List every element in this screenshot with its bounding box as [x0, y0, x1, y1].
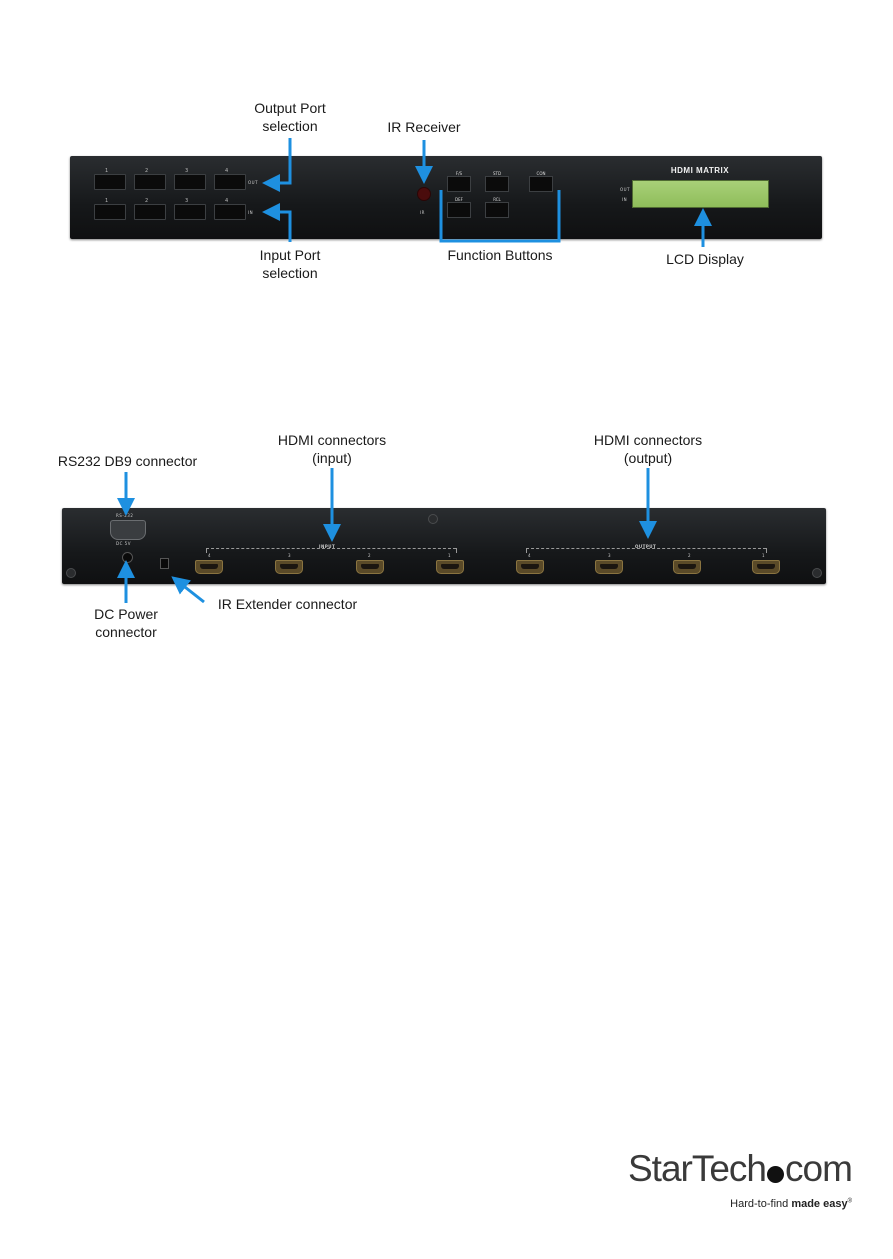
output-number-2: 2 [688, 553, 692, 558]
output-tag: OUT [248, 180, 259, 185]
function-button-rcl[interactable] [485, 202, 509, 218]
hdmi-input-label: HDMI connectors (input) [277, 432, 387, 466]
function-button-con[interactable] [529, 176, 553, 192]
screw-top [428, 514, 438, 524]
function-label-def: DEF [455, 197, 463, 202]
output-group-tick-left [526, 548, 527, 553]
output-port-number-1: 1 [105, 168, 109, 174]
arrow-output-port [262, 138, 292, 192]
arrow-ir-extender [171, 576, 205, 604]
input-port-number-2: 2 [145, 198, 149, 204]
logo-wordmark: StarTech com [628, 1148, 853, 1190]
startech-logo: StarTech com Hard-to-find made easy® [622, 1148, 853, 1218]
output-port-button-3[interactable] [174, 174, 206, 190]
lcd-side-label-out: OUT [620, 187, 631, 192]
hdmi-output-port-4 [516, 560, 544, 574]
output-port-button-1[interactable] [94, 174, 126, 190]
input-tag: IN [248, 210, 254, 215]
input-port-button-4[interactable] [214, 204, 246, 220]
dc-tag: DC 5V [116, 541, 131, 546]
output-port-button-4[interactable] [214, 174, 246, 190]
screw-right [812, 568, 822, 578]
function-button-def[interactable] [447, 202, 471, 218]
logo-suffix: com [785, 1148, 853, 1189]
input-port-button-3[interactable] [174, 204, 206, 220]
rs232-db9-connector [110, 520, 146, 540]
rear-panel-device: RS-232 DC 5V INPUT 4 3 2 1 OUTPUT 4 3 2 … [62, 508, 826, 584]
hdmi-output-label: HDMI connectors (output) [593, 432, 703, 466]
hdmi-output-port-2 [673, 560, 701, 574]
logo-text: StarTech [628, 1148, 767, 1189]
logo-dot [767, 1166, 785, 1183]
input-port-number-4: 4 [225, 198, 229, 204]
output-port-number-3: 3 [185, 168, 189, 174]
bracket-function-buttons [439, 190, 561, 243]
tagline-light: Hard-to-find [730, 1198, 792, 1210]
output-group-label: OUTPUT [635, 544, 657, 549]
lcd-display-label: LCD Display [666, 251, 744, 267]
function-label-fs: F/S [455, 171, 463, 176]
lcd-side-label-in: IN [622, 197, 628, 202]
ir-extender-connector [160, 558, 169, 569]
input-number-2: 2 [368, 553, 372, 558]
tagline-bold: made easy [791, 1198, 848, 1210]
output-group-tick-right [766, 548, 767, 553]
function-label-std: STD [492, 171, 502, 176]
function-label-rcl: RCL [493, 197, 501, 202]
input-port-button-2[interactable] [134, 204, 166, 220]
function-buttons-label: Function Buttons [447, 247, 553, 263]
output-port-label: Output Port selection [254, 100, 326, 134]
hdmi-input-port-1 [436, 560, 464, 574]
output-number-1: 1 [762, 553, 766, 558]
arrow-input-port [262, 203, 292, 242]
hdmi-output-port-3 [595, 560, 623, 574]
input-port-button-1[interactable] [94, 204, 126, 220]
input-group-tick-right [456, 548, 457, 553]
hdmi-input-port-4 [195, 560, 223, 574]
ir-tag: IR [420, 210, 425, 215]
input-group-tick-left [206, 548, 207, 553]
ir-receiver-sensor [417, 187, 431, 201]
output-number-4: 4 [528, 553, 532, 558]
input-group-line [206, 548, 456, 549]
hdmi-output-port-1 [752, 560, 780, 574]
input-group-label: INPUT [319, 544, 336, 549]
rs232-label: RS232 DB9 connector [57, 453, 198, 469]
input-port-number-1: 1 [105, 198, 109, 204]
input-number-1: 1 [448, 553, 452, 558]
tagline-trademark: ® [847, 1198, 852, 1205]
input-number-4: 4 [208, 553, 212, 558]
hdmi-input-port-2 [356, 560, 384, 574]
dc-power-label: DC Power connector [94, 606, 158, 640]
output-port-number-2: 2 [145, 168, 149, 174]
lcd-title: HDMI MATRIX [670, 166, 730, 175]
ir-receiver-label: IR Receiver [387, 119, 461, 135]
output-port-button-2[interactable] [134, 174, 166, 190]
function-label-con: CON [536, 171, 546, 176]
lcd-display-screen [632, 180, 769, 208]
function-button-std[interactable] [485, 176, 509, 192]
screw-left [66, 568, 76, 578]
output-port-number-4: 4 [225, 168, 229, 174]
input-number-3: 3 [288, 553, 292, 558]
hdmi-input-port-3 [275, 560, 303, 574]
input-port-label: Input Port selection [259, 247, 321, 281]
function-button-fs[interactable] [447, 176, 471, 192]
output-group-line [526, 548, 766, 549]
logo-tagline: Hard-to-find made easy® [730, 1198, 852, 1210]
output-number-3: 3 [608, 553, 612, 558]
ir-extender-label: IR Extender connector [217, 596, 358, 612]
input-port-number-3: 3 [185, 198, 189, 204]
